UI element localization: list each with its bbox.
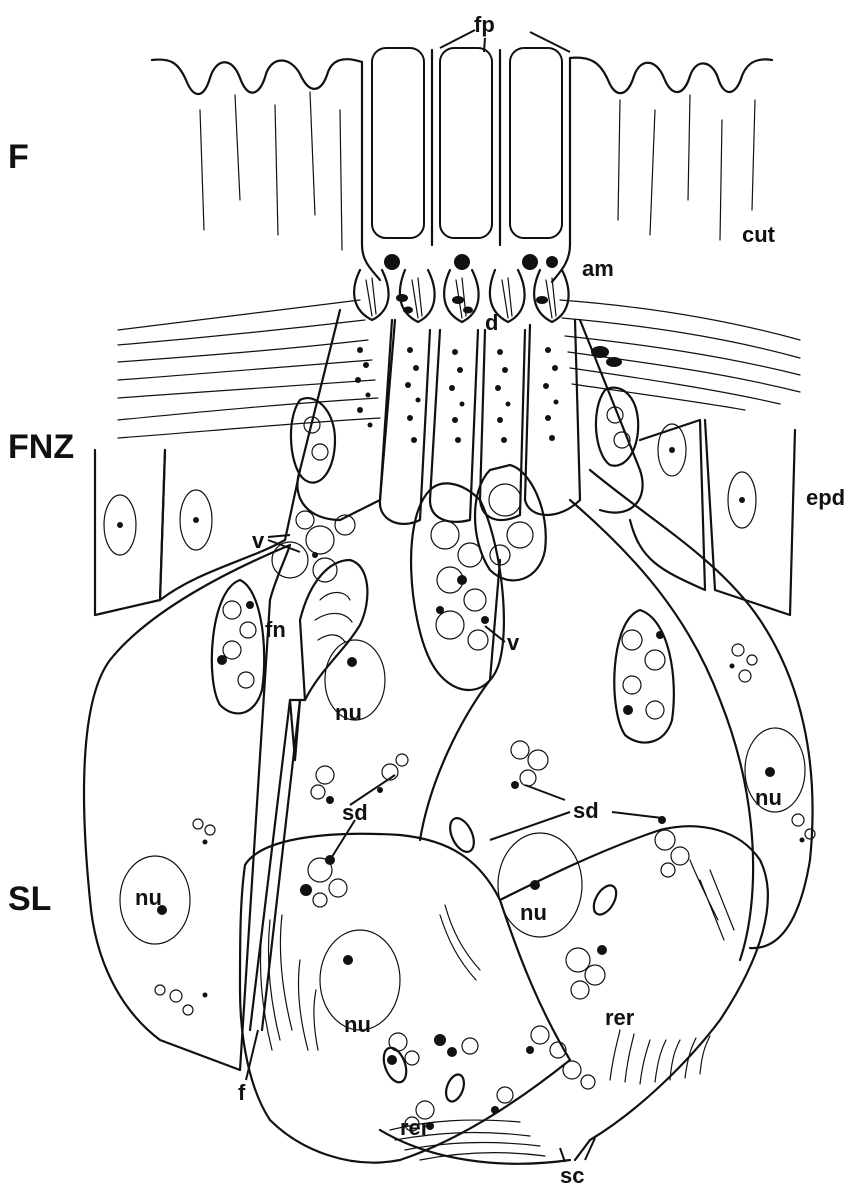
label-epd: epd bbox=[806, 485, 845, 510]
label-nu-3: nu bbox=[135, 885, 162, 910]
leader-lines bbox=[246, 535, 662, 1162]
label-rer-right: rer bbox=[605, 1005, 635, 1030]
label-nu-4: nu bbox=[520, 900, 547, 925]
label-v-lower: v bbox=[507, 630, 520, 655]
nuclei bbox=[120, 640, 805, 1030]
zone-label-sl: SL bbox=[8, 880, 51, 918]
dendrite-tips bbox=[354, 270, 568, 322]
funnel-pores bbox=[362, 30, 570, 282]
label-nu-5: nu bbox=[344, 1012, 371, 1037]
label-f: f bbox=[238, 1080, 246, 1105]
zone-labels: F FNZ SL bbox=[8, 138, 74, 918]
label-nu-2: nu bbox=[755, 785, 782, 810]
label-cut: cut bbox=[742, 222, 776, 247]
zone-label-fnz: FNZ bbox=[8, 428, 74, 466]
label-d: d bbox=[485, 310, 498, 335]
epidermal-cells bbox=[95, 420, 795, 615]
label-sd-right: sd bbox=[573, 798, 599, 823]
zone-label-f: F bbox=[8, 138, 29, 176]
dendrite-columns bbox=[297, 294, 642, 524]
rough-er bbox=[260, 860, 734, 1160]
label-fp: fp bbox=[474, 12, 495, 37]
label-fn: fn bbox=[265, 617, 286, 642]
label-nu-1: nu bbox=[335, 700, 362, 725]
label-sc: sc bbox=[560, 1163, 584, 1184]
sheath-cells bbox=[84, 470, 813, 1164]
label-v-upper: v bbox=[252, 528, 265, 553]
label-am: am bbox=[582, 256, 614, 281]
label-rer-bottom: rer bbox=[400, 1115, 430, 1140]
